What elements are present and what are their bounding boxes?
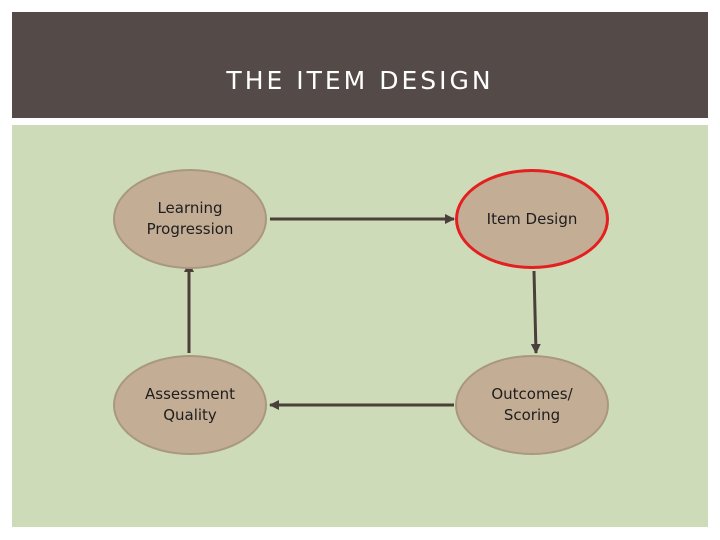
node-item-design: Item Design [455, 169, 609, 269]
node-learning-progression: Learning Progression [113, 169, 267, 269]
title-bar: THE ITEM DESIGN [12, 12, 708, 118]
slide-title: THE ITEM DESIGN [226, 66, 494, 95]
diagram-area: Learning Progression Item Design Outcome… [12, 125, 708, 527]
cycle-diagram [184, 214, 541, 410]
node-assessment-quality: Assessment Quality [113, 355, 267, 455]
arrow-item-to-outcomes [530, 270, 541, 354]
node-outcomes-scoring: Outcomes/ Scoring [455, 355, 609, 455]
